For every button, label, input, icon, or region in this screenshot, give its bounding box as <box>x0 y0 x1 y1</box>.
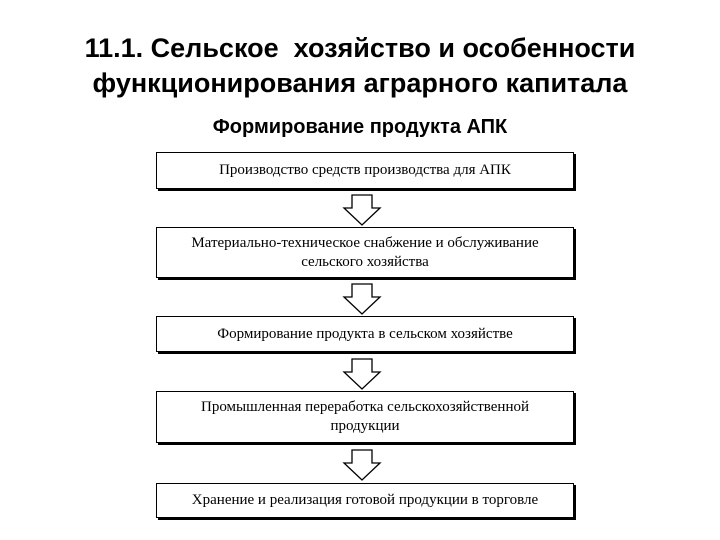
down-arrow-icon <box>342 358 382 390</box>
slide-title-line-2: функционирования аграрного капитала <box>92 68 628 98</box>
diagram-subtitle: Формирование продукта АПК <box>212 116 508 138</box>
step-box-1: Производство средств производства для АП… <box>156 152 574 189</box>
step-box-3: Формирование продукта в сельском хозяйст… <box>156 316 574 352</box>
down-arrow-icon <box>342 283 382 315</box>
step-box-4: Промышленная переработка сельскохозяйств… <box>156 391 574 443</box>
slide-title-line-1: 11.1. Сельское хозяйство и особенности <box>84 33 636 63</box>
step-label-4: Промышленная переработка сельскохозяйств… <box>201 399 529 434</box>
step-box-5: Хранение и реализация готовой продукции … <box>156 483 574 518</box>
down-arrow-icon <box>342 194 382 226</box>
step-label-1: Производство средств производства для АП… <box>219 162 511 178</box>
step-label-5: Хранение и реализация готовой продукции … <box>191 492 539 508</box>
down-arrow-icon <box>342 449 382 481</box>
step-label-2: Материально-техническое снабжение и обсл… <box>191 234 539 270</box>
step-label-3: Формирование продукта в сельском хозяйст… <box>217 325 513 342</box>
step-box-2: Материально-техническое снабжение и обсл… <box>156 227 574 278</box>
